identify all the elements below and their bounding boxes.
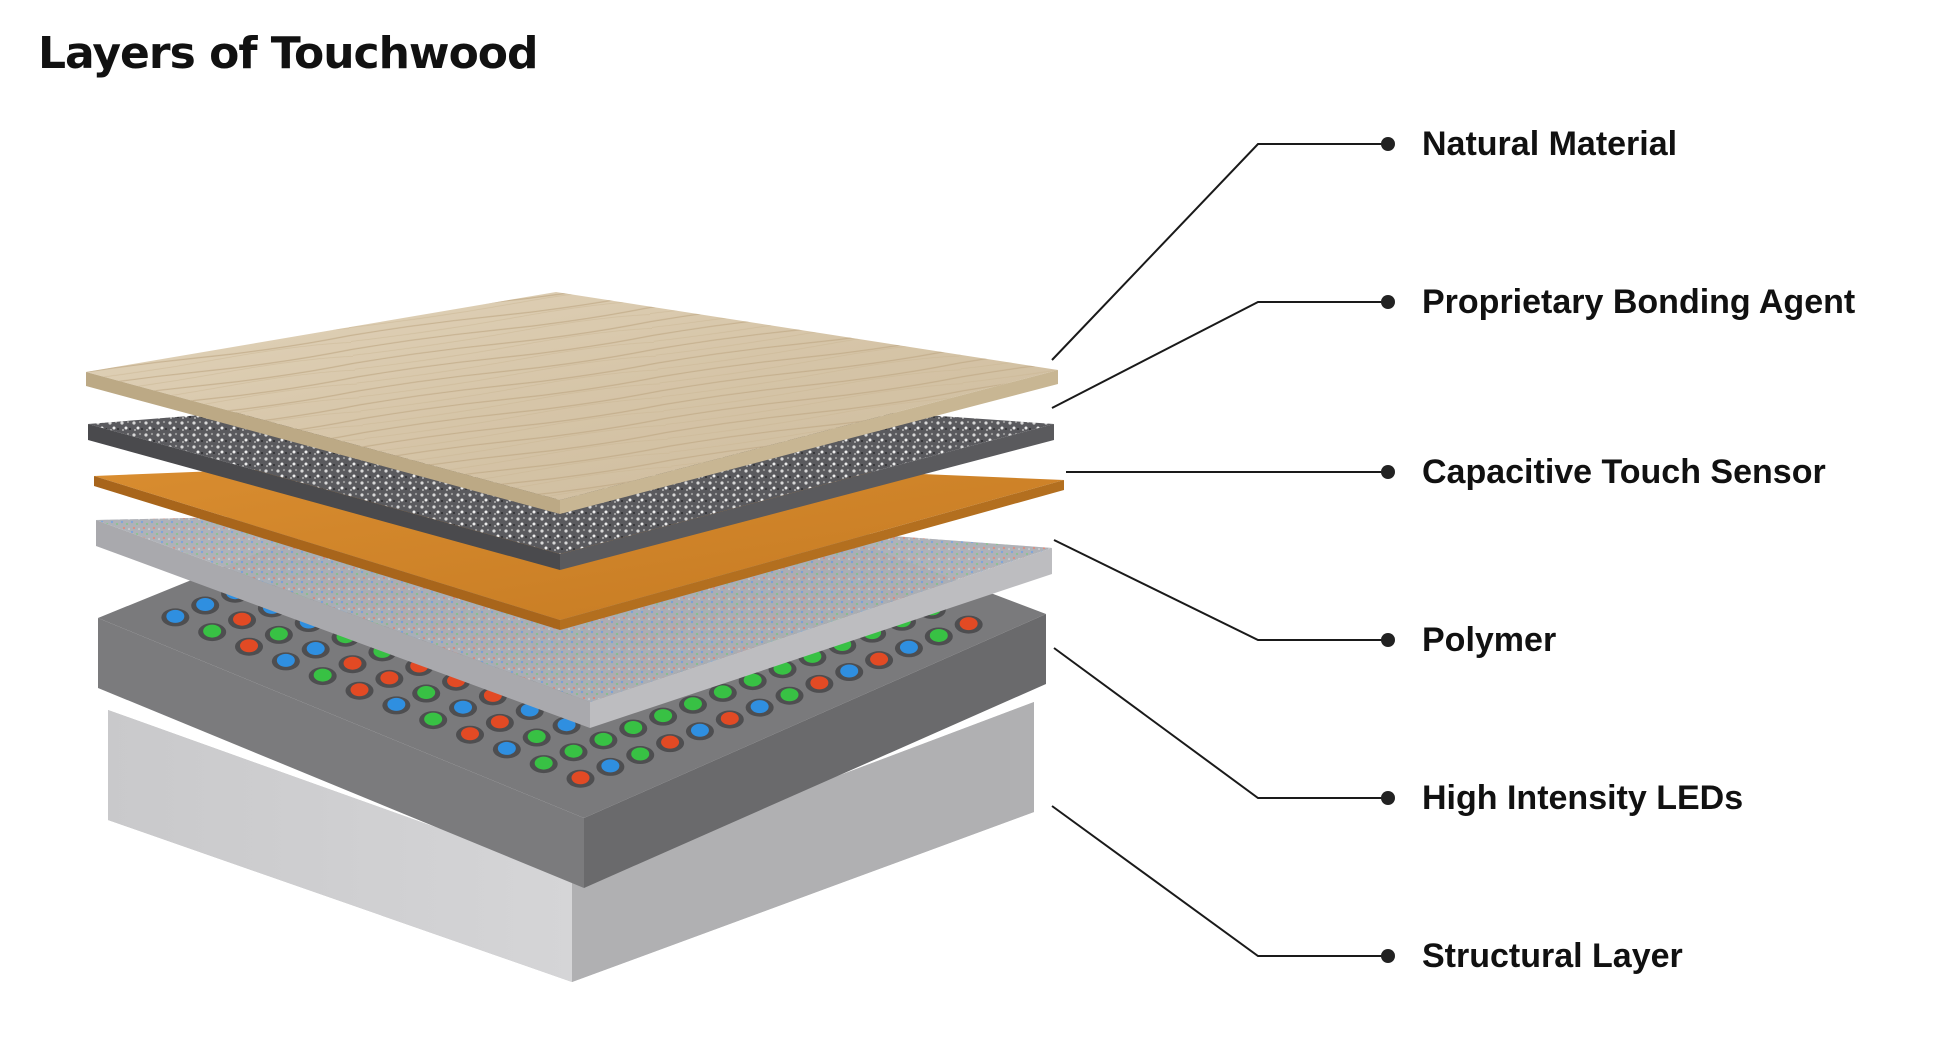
led-dome bbox=[683, 697, 702, 711]
led-dome bbox=[743, 673, 762, 687]
leader-dot bbox=[1381, 295, 1395, 309]
layer-label: High Intensity LEDs bbox=[1422, 779, 1743, 817]
led-dome bbox=[424, 712, 443, 726]
led-dome bbox=[461, 727, 480, 741]
leader-line bbox=[1053, 539, 1388, 641]
led-dome bbox=[750, 700, 769, 714]
led-dome bbox=[350, 683, 369, 697]
led-dome bbox=[654, 709, 673, 723]
led-dome bbox=[417, 686, 436, 700]
led-dome bbox=[534, 756, 553, 770]
led-dome bbox=[870, 652, 889, 666]
led-dome bbox=[564, 744, 583, 758]
layer-label: Natural Material bbox=[1422, 125, 1677, 163]
leader-line bbox=[1051, 805, 1388, 957]
led-dome bbox=[594, 732, 613, 746]
callout-structural-layer: Structural Layer bbox=[1051, 805, 1683, 975]
led-dome bbox=[624, 721, 643, 734]
led-dome bbox=[571, 771, 590, 785]
diagram-title: Layers of Touchwood bbox=[38, 28, 539, 79]
led-dome bbox=[343, 656, 362, 670]
led-dome bbox=[631, 747, 650, 761]
led-dome bbox=[713, 685, 732, 699]
structural-layer bbox=[108, 702, 1034, 982]
callout-capacitive-touch-sensor: Capacitive Touch Sensor bbox=[1066, 453, 1826, 491]
callout-bonding-agent: Proprietary Bonding Agent bbox=[1051, 283, 1855, 409]
natural-material-layer bbox=[86, 292, 1058, 514]
led-dome bbox=[276, 653, 295, 667]
leader-dot bbox=[1381, 465, 1395, 479]
layer-label: Proprietary Bonding Agent bbox=[1422, 283, 1855, 321]
leader-dot bbox=[1381, 137, 1395, 151]
led-dome bbox=[313, 668, 332, 682]
callout-high-intensity-leds: High Intensity LEDs bbox=[1053, 647, 1743, 817]
leader-line bbox=[1051, 301, 1388, 409]
led-dome bbox=[840, 664, 859, 678]
leader-dot bbox=[1381, 949, 1395, 963]
layer-label: Structural Layer bbox=[1422, 937, 1683, 975]
led-dome bbox=[690, 723, 709, 737]
led-dome bbox=[203, 624, 222, 638]
led-dome bbox=[810, 676, 829, 690]
led-dome bbox=[661, 735, 680, 749]
led-dome bbox=[780, 688, 799, 702]
leader-dot bbox=[1381, 791, 1395, 805]
leader-line bbox=[1051, 143, 1388, 361]
led-dome bbox=[899, 640, 918, 654]
led-dome bbox=[387, 697, 406, 711]
led-dome bbox=[959, 617, 978, 631]
leader-line bbox=[1053, 647, 1388, 799]
led-dome bbox=[929, 628, 948, 642]
led-dome bbox=[240, 639, 259, 653]
callouts: Natural Material Proprietary Bonding Age… bbox=[1051, 125, 1855, 975]
led-dome bbox=[196, 598, 215, 612]
callout-polymer: Polymer bbox=[1053, 539, 1556, 659]
layer-label: Polymer bbox=[1422, 621, 1556, 659]
led-dome bbox=[720, 711, 739, 725]
layer-label: Capacitive Touch Sensor bbox=[1422, 453, 1826, 491]
led-dome bbox=[454, 700, 473, 714]
led-dome bbox=[269, 627, 288, 641]
callout-natural-material: Natural Material bbox=[1051, 125, 1677, 361]
led-dome bbox=[557, 718, 576, 732]
led-dome bbox=[306, 642, 325, 656]
led-dome bbox=[233, 612, 252, 626]
led-dome bbox=[497, 741, 516, 755]
led-dome bbox=[601, 759, 620, 773]
led-dome bbox=[166, 609, 185, 623]
led-dome bbox=[380, 671, 399, 685]
led-dome bbox=[527, 730, 546, 744]
led-dome bbox=[490, 715, 509, 729]
leader-dot bbox=[1381, 633, 1395, 647]
